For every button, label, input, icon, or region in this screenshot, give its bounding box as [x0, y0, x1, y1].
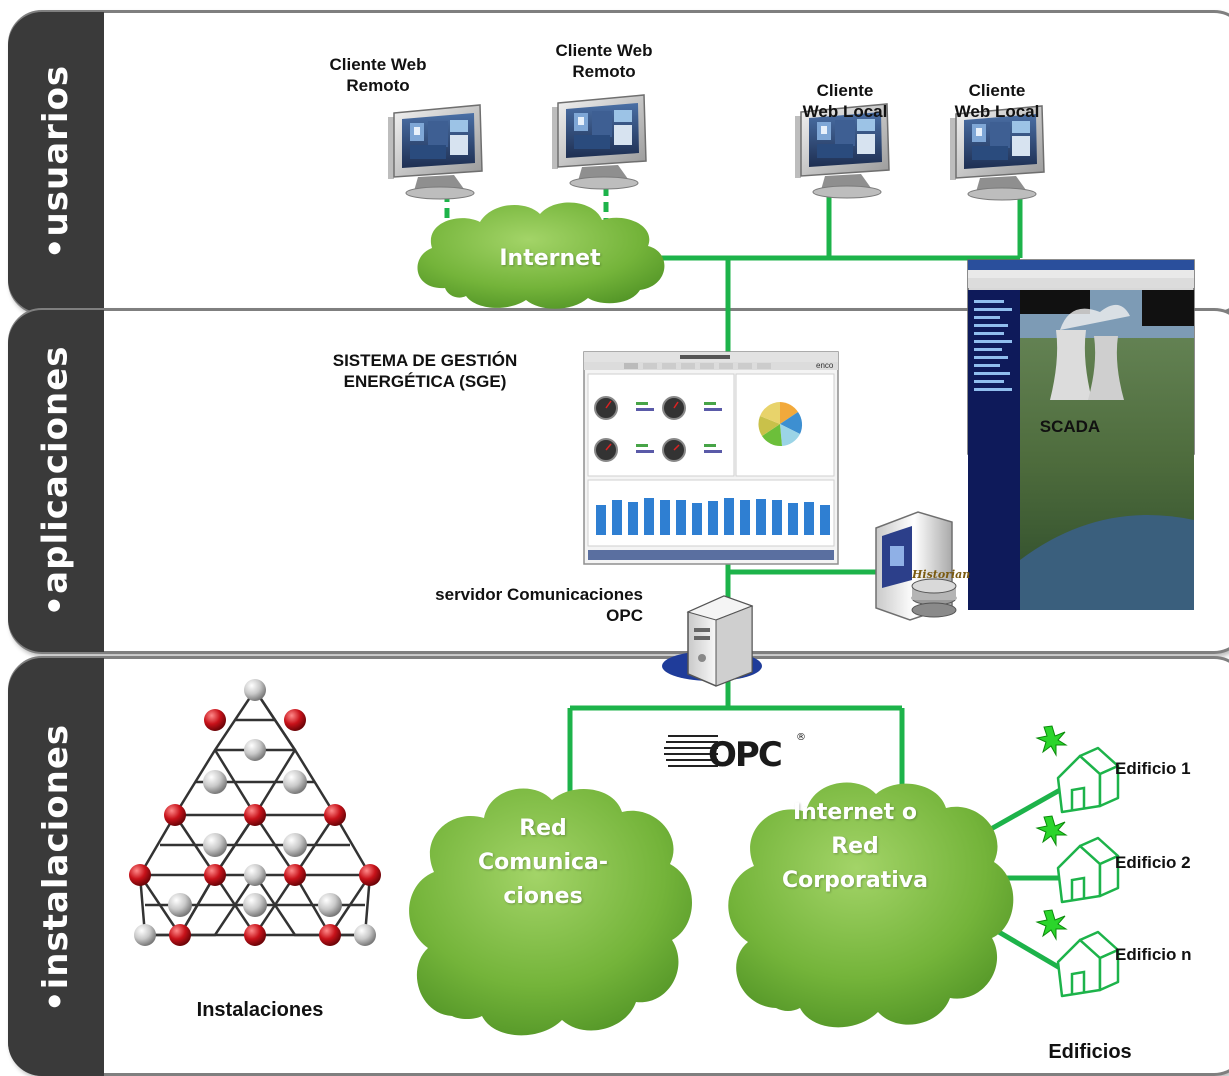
opc-logo-icon: OPC ® — [664, 732, 806, 775]
building-n-label: Edificio n — [1115, 945, 1192, 964]
opc-logo-text: OPC — [708, 735, 781, 775]
internet-cloud — [417, 202, 665, 309]
instalaciones-molecule-icon — [129, 679, 381, 946]
building-1-label: Edificio 1 — [1115, 759, 1191, 778]
sge-brand: enco — [816, 361, 834, 370]
sidebar-usuarios — [8, 12, 104, 313]
building-1-house-icon — [1056, 746, 1120, 814]
molecule-nodes — [129, 679, 381, 946]
building-1-light-icon — [1036, 725, 1067, 756]
sidebar-aplicaciones — [8, 310, 104, 652]
historian-server-icon: Historian — [875, 511, 970, 621]
instalaciones-label: Instalaciones — [196, 999, 324, 1021]
internet-o-red-label: Internet o Red Corporativa — [782, 800, 928, 893]
network-lines — [567, 186, 1062, 971]
internet-o-red-corporativa-cloud — [728, 782, 1014, 1028]
edificios-label: Edificios — [1048, 1041, 1132, 1063]
historian-label: Historian — [911, 568, 970, 581]
internet-cloud-label: Internet — [499, 246, 601, 271]
building-2-house-icon — [1056, 836, 1120, 904]
building-n-light-icon — [1036, 909, 1067, 940]
red-comunicaciones-label: Red Comunica- ciones — [477, 816, 609, 909]
sidebar-instalaciones — [8, 658, 104, 1076]
building-n-house-icon — [1056, 930, 1120, 998]
sge-dashboard-screenshot: enco — [583, 351, 839, 565]
svg-text:®: ® — [796, 732, 806, 743]
building-2-light-icon — [1036, 815, 1067, 846]
scada-screenshot — [967, 259, 1195, 610]
scada-label: SCADA — [1039, 417, 1101, 436]
opc-server-icon — [662, 595, 762, 687]
client-remote-2-monitor-icon — [551, 94, 647, 190]
building-2-label: Edificio 2 — [1115, 853, 1191, 872]
client-remote-1-monitor-icon — [387, 104, 483, 200]
red-comunicaciones-cloud — [409, 788, 692, 1036]
